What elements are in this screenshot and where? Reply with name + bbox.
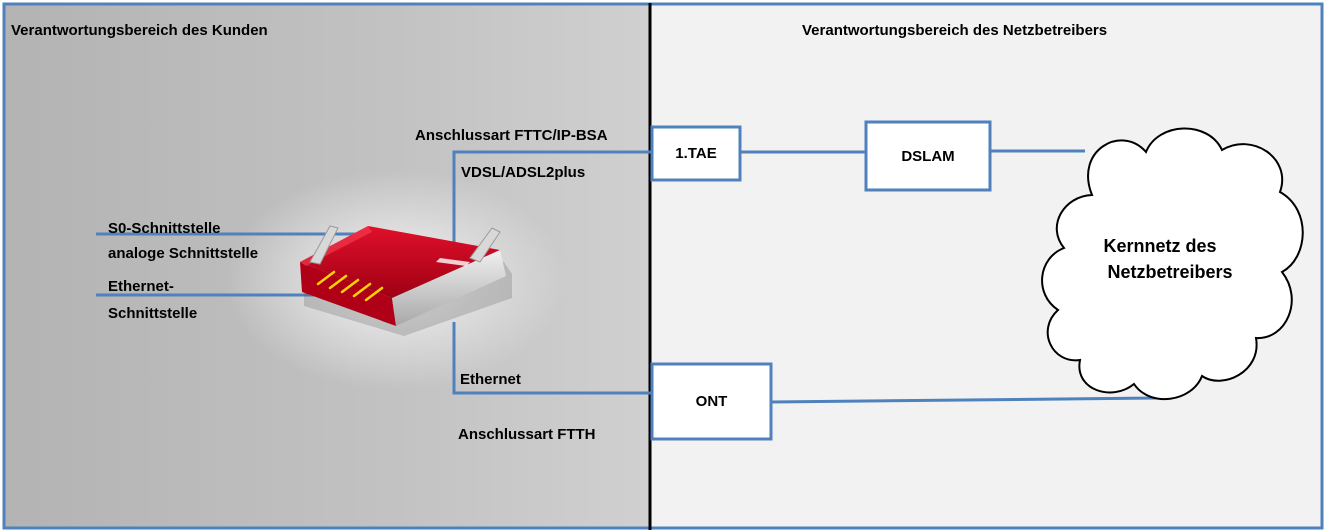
tae-box (650, 125, 742, 182)
analog-interface-label: analoge Schnittstelle (108, 245, 259, 262)
ethernet-interface-label-1: Ethernet- (108, 278, 174, 295)
core-network-label-2: Netzbetreibers (1107, 262, 1233, 282)
core-network-label-1: Kernnetz des (1103, 236, 1217, 256)
fttc-connection-label: Anschlussart FTTC/IP-BSA (415, 127, 608, 144)
ftth-connection-label: Anschlussart FTTH (458, 426, 596, 443)
dslam-label: DSLAM (901, 147, 955, 165)
ethernet-line (452, 322, 652, 395)
ont-label: ONT (695, 393, 728, 410)
core-network-cloud (1041, 127, 1304, 401)
ont-box (650, 362, 773, 441)
customer-zone-title: Verantwortungsbereich des Kunden (11, 22, 268, 39)
fttc-line (452, 150, 652, 248)
tae-label: 1.TAE (675, 145, 717, 162)
s0-interface-label: S0-Schnittstelle (108, 220, 221, 237)
dslam-box (864, 120, 992, 192)
ethernet-interface-label-2: Schnittstelle (108, 305, 198, 322)
ethernet-label: Ethernet (460, 371, 521, 388)
router-icon (300, 225, 512, 336)
ont-core-line (770, 396, 1161, 404)
operator-zone-title: Verantwortungsbereich des Netzbetreibers (802, 22, 1108, 39)
vdsl-label: VDSL/ADSL2plus (461, 164, 586, 181)
